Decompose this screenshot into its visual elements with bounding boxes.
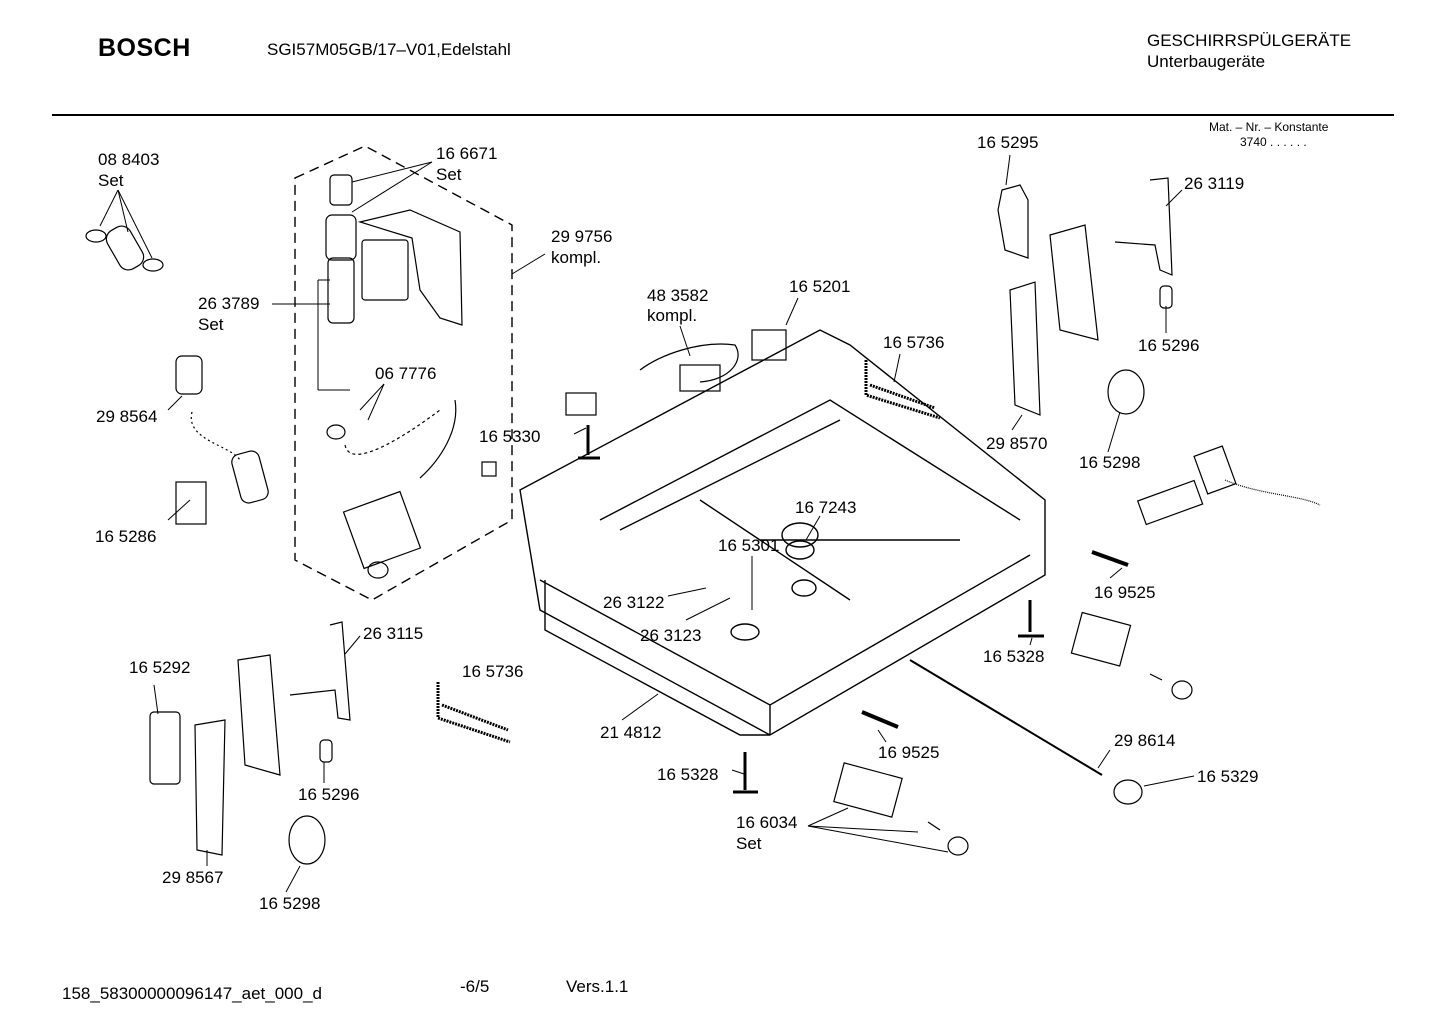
cable-harness-part	[639, 329, 787, 392]
part-label: 16 6671	[436, 144, 498, 163]
part-label: 29 8564	[96, 407, 158, 426]
part-label: 16 5295	[977, 133, 1039, 152]
connecting-rod-part	[909, 659, 1103, 776]
part-label-set: Set	[736, 834, 762, 853]
bottom-fastener-parts	[733, 710, 969, 856]
part-label: 16 7243	[795, 498, 857, 517]
right-bracket-part	[997, 177, 1321, 526]
heater-hose-part	[326, 399, 497, 579]
base-tub-part	[519, 329, 1046, 736]
part-label: 16 5328	[983, 647, 1045, 666]
hose-clamp-set-part	[85, 225, 164, 272]
model-title: SGI57M05GB/17–V01,Edelstahl	[267, 40, 511, 59]
part-label: 16 6034	[736, 813, 798, 832]
brand-logo: BOSCH	[98, 34, 191, 62]
part-label: 16 5298	[1079, 453, 1141, 472]
part-label: 29 8614	[1114, 731, 1176, 750]
part-label: 26 3119	[1184, 174, 1245, 193]
drain-hose-part	[175, 355, 269, 504]
part-label: 16 9525	[878, 743, 940, 762]
part-label-set: kompl.	[647, 306, 698, 325]
spring-strip-part	[436, 682, 511, 744]
spring-strip-part	[864, 360, 941, 420]
category-subtitle: Unterbaugeräte	[1147, 52, 1266, 71]
part-label: 08 8403	[98, 150, 160, 169]
part-label: 16 5298	[259, 894, 321, 913]
part-label: 06 7776	[375, 364, 437, 383]
part-label: 16 5736	[883, 333, 945, 352]
part-label: 16 5286	[95, 527, 157, 546]
part-label: 16 5296	[298, 785, 360, 804]
version-label: Vers.1.1	[566, 977, 629, 996]
material-number-value: 3740 . . . . . .	[1240, 135, 1307, 149]
part-label: 16 5296	[1138, 336, 1200, 355]
left-bracket-part	[149, 621, 351, 865]
part-label: 16 5201	[789, 277, 851, 296]
category-title: GESCHIRRSPÜLGERÄTE	[1147, 31, 1352, 50]
part-label-set: Set	[436, 165, 462, 184]
part-label-set: Set	[98, 171, 124, 190]
material-number-label: Mat. – Nr. – Konstante	[1209, 120, 1329, 134]
part-label: 16 5301	[718, 536, 780, 555]
part-label: 29 9756	[551, 227, 613, 246]
screw-foot-part	[578, 425, 600, 460]
part-label-set: Set	[198, 315, 224, 334]
part-label: 16 5330	[479, 427, 541, 446]
part-label: 29 8567	[162, 868, 224, 887]
pump-assembly-outline	[294, 145, 513, 601]
header-divider	[52, 114, 1394, 116]
part-label: 16 9525	[1094, 583, 1156, 602]
part-label: 26 3122	[603, 593, 665, 612]
part-label: 16 5328	[657, 765, 719, 784]
document-id: 158_58300000096147_aet_000_d	[62, 984, 322, 1003]
part-label: 26 3789	[198, 294, 260, 313]
page-number: -6/5	[460, 977, 490, 996]
retainer-clip-part	[175, 481, 207, 525]
part-label: 21 4812	[600, 723, 662, 742]
part-label: 48 3582	[647, 286, 709, 305]
part-label: 16 5736	[462, 662, 524, 681]
circulation-pump-part	[325, 174, 463, 326]
sensor-block-part	[565, 392, 597, 416]
part-label: 26 3123	[640, 626, 702, 645]
part-label: 16 5292	[129, 658, 191, 677]
right-fastener-parts	[909, 550, 1193, 805]
part-label: 26 3115	[363, 624, 424, 643]
part-label: 16 5329	[1197, 767, 1259, 786]
part-label-set: kompl.	[551, 248, 602, 267]
leader-lines	[99, 154, 1195, 893]
part-label: 29 8570	[986, 434, 1048, 453]
